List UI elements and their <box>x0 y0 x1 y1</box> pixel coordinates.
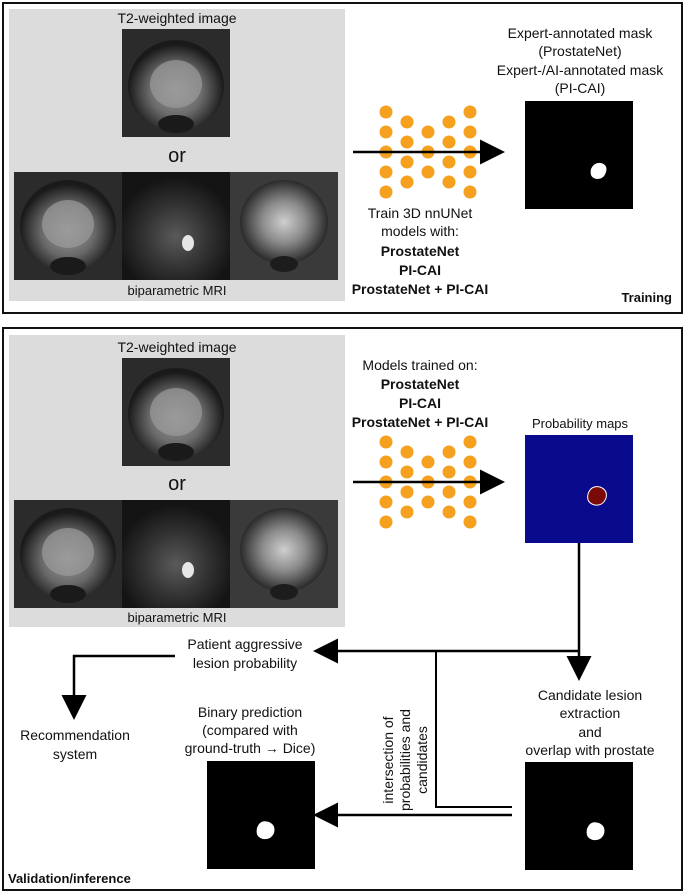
training-train-line2: models with: <box>381 223 459 239</box>
inference-panel-label: Validation/inference <box>8 871 131 886</box>
training-mask-title-4: (PI-CAI) <box>554 80 606 96</box>
intersection-connector <box>435 651 512 808</box>
to-recommendation-arrow <box>61 654 175 720</box>
binary-line1: Binary prediction <box>197 704 303 720</box>
inference-models-line: Models trained on: <box>362 357 478 373</box>
patient-prob-line2: lesion probability <box>192 655 298 671</box>
inference-dataset1: ProstateNet <box>380 376 460 392</box>
training-dataset1: ProstateNet <box>380 243 460 259</box>
training-dataset2: PI-CAI <box>399 262 441 278</box>
candidate-mask-image <box>525 762 633 870</box>
training-train-line1: Train 3D nnUNet <box>367 205 473 221</box>
prob-map-lesion <box>587 486 607 506</box>
binary-line2: (compared with <box>202 722 298 738</box>
training-mask-title-3: Expert-/AI-annotated mask <box>496 62 664 78</box>
training-dataset3: ProstateNet + PI-CAI <box>351 281 489 297</box>
training-or-label: or <box>168 145 186 167</box>
candidate-line2: extraction <box>559 705 621 721</box>
inference-network <box>379 435 477 529</box>
training-bp-label: biparametric MRI <box>127 283 227 298</box>
candidate-line4: overlap with prostate <box>525 742 655 758</box>
training-mask-title-1: Expert-annotated mask <box>507 25 653 41</box>
patient-prob-line1: Patient aggressive <box>187 636 303 652</box>
candidate-lesion <box>586 822 605 841</box>
training-mask-lesion <box>590 162 607 179</box>
inference-dataset2: PI-CAI <box>399 395 441 411</box>
inference-mri-graphics <box>14 358 338 608</box>
binary-line3: ground-truth → Dice) <box>184 740 316 756</box>
training-t2-label: T2-weighted image <box>117 10 237 26</box>
recommend-line2: system <box>52 746 98 762</box>
candidate-line3: and <box>578 724 602 740</box>
inference-bp-label: biparametric MRI <box>127 610 227 625</box>
inference-dataset3: ProstateNet + PI-CAI <box>351 414 489 430</box>
candidate-line1: Candidate lesion <box>537 687 643 703</box>
inference-or-label: or <box>168 473 186 495</box>
inference-prob-map-image <box>525 435 633 543</box>
inference-t2-label: T2-weighted image <box>117 339 237 355</box>
training-panel-label: Training <box>621 290 672 305</box>
binary-prediction-image <box>207 761 315 869</box>
training-mri-graphics <box>14 29 338 280</box>
training-mask-title-2: (ProstateNet) <box>538 43 622 59</box>
training-mask-image <box>525 101 633 209</box>
binary-lesion <box>256 821 275 840</box>
recommend-line1: Recommendation <box>20 727 130 743</box>
inference-prob-maps-label: Probability maps <box>531 416 629 431</box>
